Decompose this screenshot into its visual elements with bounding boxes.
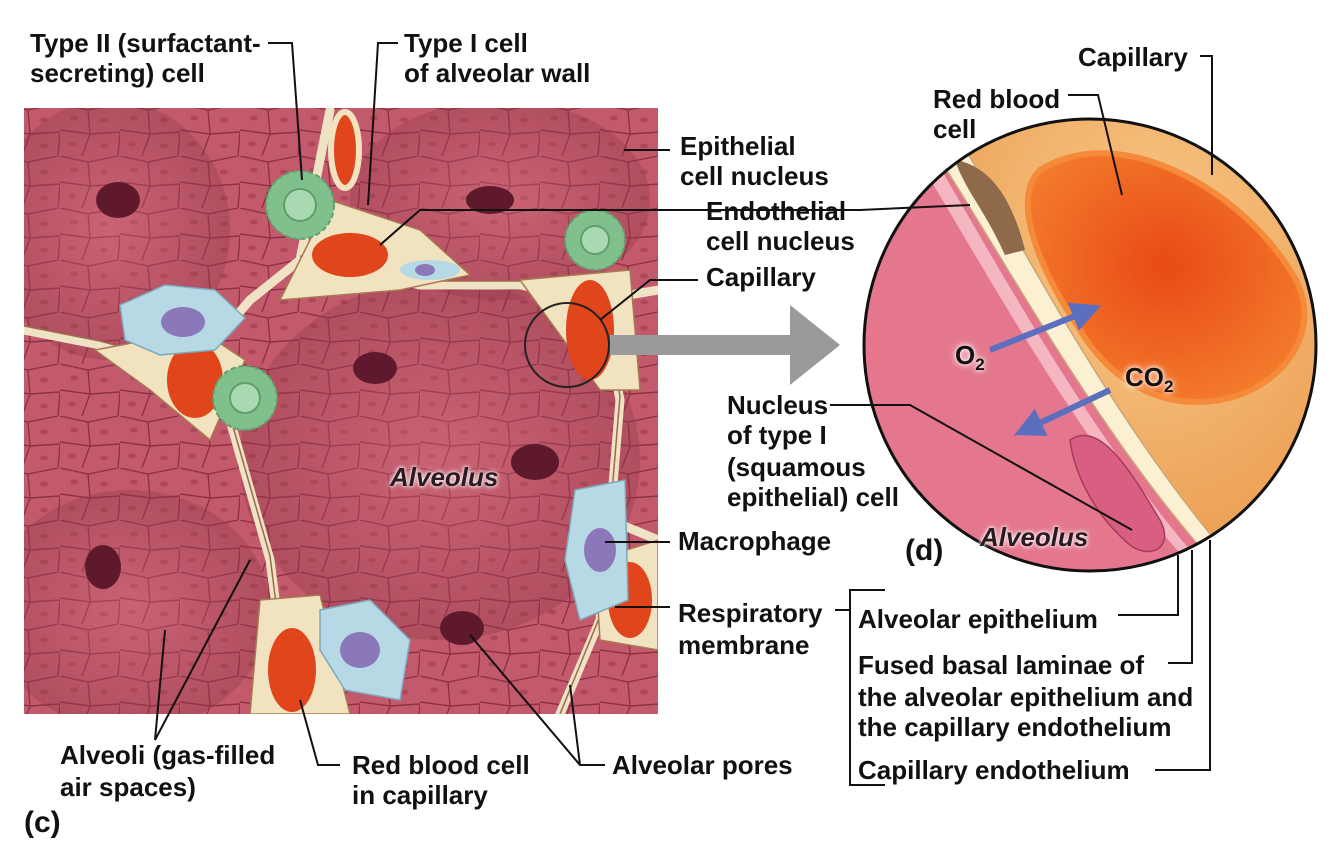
alveolus-sac-bottom-left xyxy=(24,490,270,714)
type-ii-cell xyxy=(564,209,626,271)
label-rbc-right-line1: Red blood xyxy=(933,84,1061,114)
alveolar-pore xyxy=(85,545,121,589)
alveolar-pore xyxy=(96,182,140,218)
label-endothelial-nucleus-line2: cell nucleus xyxy=(706,226,855,256)
magnified-view xyxy=(864,119,1316,571)
label-macrophage: Macrophage xyxy=(678,526,832,556)
label-alveolar-pores: Alveolar pores xyxy=(612,750,793,780)
alveolar-pore xyxy=(466,186,514,214)
label-capillary-right: Capillary xyxy=(1078,42,1188,72)
label-fused-basal-laminae-line3: the capillary endothelium xyxy=(858,712,1172,742)
magnified-view-border xyxy=(862,117,1318,573)
endothelial-cell-nucleus xyxy=(955,160,1025,255)
label-nucleus-type-i-line3: (squamous xyxy=(727,452,866,482)
label-fused-basal-laminae-line2: the alveolar epithelium and xyxy=(858,682,1194,712)
label-type-i-cell-line2: of alveolar wall xyxy=(404,58,591,88)
label-capillary-left: Capillary xyxy=(706,262,816,292)
type-ii-cell xyxy=(212,365,278,431)
panel-label-d: (d) xyxy=(905,534,944,567)
magnify-arrow xyxy=(610,305,840,385)
label-alveolus-left: Alveolus xyxy=(390,462,499,492)
label-epithelial-nucleus-line1: Epithelial xyxy=(680,131,796,161)
label-rbc-in-capillary-line2: in capillary xyxy=(352,780,488,810)
tissue-block xyxy=(24,108,658,714)
panel-label-c: (c) xyxy=(24,806,61,839)
label-alveoli-line1: Alveoli (gas-filled xyxy=(60,740,276,770)
label-capillary-endothelium: Capillary endothelium xyxy=(858,755,1130,785)
o2-arrow xyxy=(988,302,1102,353)
macrophage xyxy=(564,479,629,622)
label-respiratory-membrane-line1: Respiratory xyxy=(678,598,823,628)
label-type-ii-cell-line1: Type II (surfactant- xyxy=(30,28,261,58)
label-rbc-in-capillary-line1: Red blood cell xyxy=(352,750,530,780)
label-respiratory-membrane-line2: membrane xyxy=(678,630,810,660)
alveolar-pore xyxy=(353,352,397,384)
label-endothelial-nucleus-line1: Endothelial xyxy=(706,196,847,226)
type-ii-cell xyxy=(265,170,335,240)
leader-lines xyxy=(154,42,1213,771)
magnified-region-marker xyxy=(524,302,610,388)
respiratory-membrane-bracket xyxy=(849,589,885,786)
label-alveolus-right: Alveolus xyxy=(980,522,1089,552)
macrophage xyxy=(319,599,411,701)
label-nucleus-type-i-line2: of type I xyxy=(727,420,827,450)
label-rbc-right-line2: cell xyxy=(933,114,977,144)
alveolar-pore xyxy=(440,611,484,645)
label-o2: O2 xyxy=(955,340,985,375)
red-blood-cell-large xyxy=(1024,150,1308,405)
label-type-ii-cell-line2: secreting) cell xyxy=(30,58,205,88)
macrophage xyxy=(119,284,247,356)
co2-arrow xyxy=(1014,387,1112,436)
alveolus-sac-center xyxy=(240,280,640,640)
label-alveoli-line2: air spaces) xyxy=(60,772,196,802)
label-epithelial-nucleus-line2: cell nucleus xyxy=(680,161,829,191)
label-nucleus-type-i-line1: Nucleus xyxy=(727,390,829,420)
type-i-cell-nucleus xyxy=(1069,434,1166,553)
label-co2: CO2 xyxy=(1125,362,1174,397)
alveolar-pore xyxy=(511,444,559,480)
label-nucleus-type-i-line4: epithelial) cell xyxy=(727,482,899,512)
capillary-cross-section xyxy=(278,109,472,301)
label-fused-basal-laminae-line1: Fused basal laminae of xyxy=(858,650,1145,680)
label-alveolar-epithelium: Alveolar epithelium xyxy=(858,604,1098,634)
label-type-i-cell-line1: Type I cell xyxy=(404,28,528,58)
